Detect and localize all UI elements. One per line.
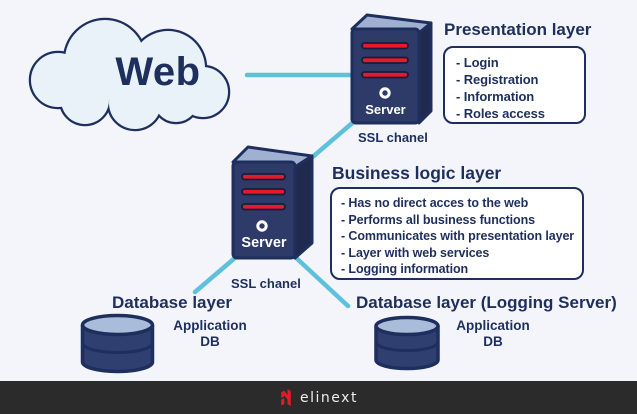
business-logic-layer-box: - Has no direct acces to the web - Perfo… [330, 187, 584, 280]
line-server2-to-db-right [290, 252, 351, 309]
footer-bar: elinext [0, 381, 637, 414]
list-item: - Has no direct acces to the web [341, 196, 529, 210]
list-item: - Layer with web services [341, 245, 490, 260]
database-logging-layer-title: Database layer (Logging Server) [356, 293, 617, 312]
business-logic-layer-title: Business logic layer [332, 163, 502, 183]
server1-label: Server [365, 102, 406, 117]
application-db-label-left: Application DB [168, 318, 252, 350]
line-server2-to-db-left [192, 254, 239, 295]
ssl-chanel-label-bottom: SSL chanel [231, 276, 301, 291]
server2-label: Server [241, 235, 287, 251]
database-left-icon [80, 313, 155, 374]
application-db-line1: Application [173, 318, 247, 333]
elinext-logo-icon [281, 389, 291, 407]
server2-led-stripes [241, 173, 286, 211]
line-server1-to-server2 [306, 116, 360, 163]
list-item: - Login [456, 55, 499, 70]
web-cloud-icon [28, 17, 231, 132]
list-item: - Registration [456, 72, 539, 87]
ssl-connection-lines [192, 72, 360, 309]
business-server-icon [231, 145, 314, 260]
list-item: - Communicates with presentation layer [341, 229, 575, 243]
application-db-line2: DB [483, 334, 503, 349]
list-item: - Logging information [341, 262, 469, 276]
presentation-server-icon [350, 13, 433, 125]
database-layer-title: Database layer [112, 293, 233, 312]
presentation-layer-title: Presentation layer [444, 20, 592, 39]
presentation-layer-list: - Login - Registration - Information - R… [445, 48, 584, 122]
web-cloud-label: Web [115, 50, 201, 94]
server2-power-icon [256, 220, 268, 232]
ssl-chanel-label-top: SSL chanel [358, 130, 428, 145]
server1-power-icon [379, 87, 391, 99]
list-item: - Roles access [456, 106, 545, 121]
presentation-layer-box: - Login - Registration - Information - R… [443, 46, 586, 124]
list-item: - Information [456, 89, 535, 104]
database-right-icon [374, 315, 440, 371]
list-item: - Performs all business functions [341, 212, 535, 227]
server1-led-stripes [361, 42, 409, 79]
brand-name: elinext [300, 389, 358, 406]
application-db-line1: Application [456, 318, 530, 333]
application-db-line2: DB [200, 334, 220, 349]
application-db-label-right: Application DB [451, 318, 535, 350]
business-logic-layer-list: - Has no direct acces to the web - Perfo… [332, 189, 582, 278]
